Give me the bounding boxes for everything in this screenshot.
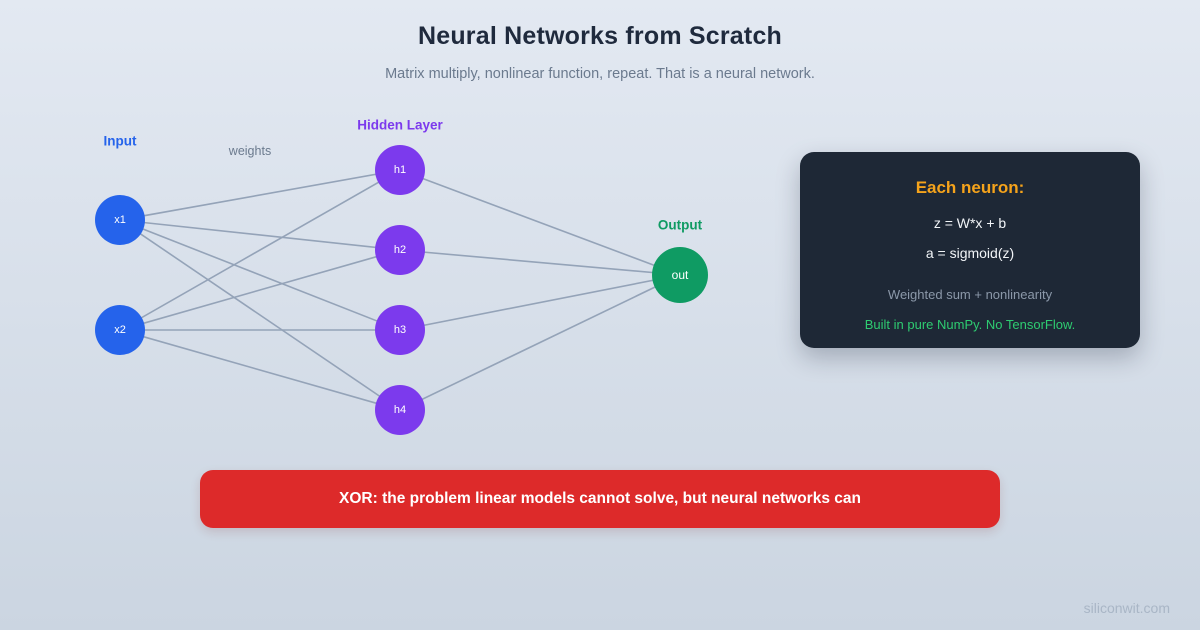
node-h1: h1 bbox=[375, 145, 425, 195]
output-layer-label: Output bbox=[657, 217, 703, 233]
edge-line bbox=[119, 329, 401, 411]
hidden-layer-label: Hidden Layer bbox=[357, 117, 443, 133]
edge-line bbox=[399, 274, 681, 411]
page-title: Neural Networks from Scratch bbox=[417, 22, 783, 50]
edge-line bbox=[119, 219, 401, 411]
watermark: siliconwit.com bbox=[1083, 600, 1170, 616]
edge-line bbox=[399, 274, 681, 331]
edge-line bbox=[119, 169, 401, 221]
neuron-equation-a: a = sigmoid(z) bbox=[925, 245, 1015, 261]
page-subtitle: Matrix multiply, nonlinear function, rep… bbox=[385, 66, 815, 82]
node-x2: x2 bbox=[95, 305, 145, 355]
edge-line bbox=[399, 169, 681, 276]
edge-line bbox=[399, 249, 681, 276]
node-out: out bbox=[652, 247, 708, 303]
input-layer-label: Input bbox=[103, 133, 137, 149]
node-h4: h4 bbox=[375, 385, 425, 435]
edge-line bbox=[119, 249, 401, 331]
edge-line bbox=[119, 219, 401, 331]
neuron-info-card: Each neuron: z = W*x + b a = sigmoid(z) … bbox=[800, 152, 1140, 348]
node-x1: x1 bbox=[95, 195, 145, 245]
edge-line bbox=[119, 219, 401, 251]
node-h2: h2 bbox=[375, 225, 425, 275]
node-h3: h3 bbox=[375, 305, 425, 355]
edge-line bbox=[119, 169, 401, 331]
xor-banner-text: XOR: the problem linear models cannot so… bbox=[339, 490, 861, 507]
weights-label: weights bbox=[228, 144, 272, 158]
neuron-card-footer: Built in pure NumPy. No TensorFlow. bbox=[864, 317, 1076, 332]
neuron-card-hint: Weighted sum + nonlinearity bbox=[887, 287, 1053, 302]
neuron-card-title: Each neuron: bbox=[915, 178, 1025, 197]
xor-banner: XOR: the problem linear models cannot so… bbox=[200, 470, 1000, 528]
neuron-equation-z: z = W*x + b bbox=[933, 215, 1007, 231]
